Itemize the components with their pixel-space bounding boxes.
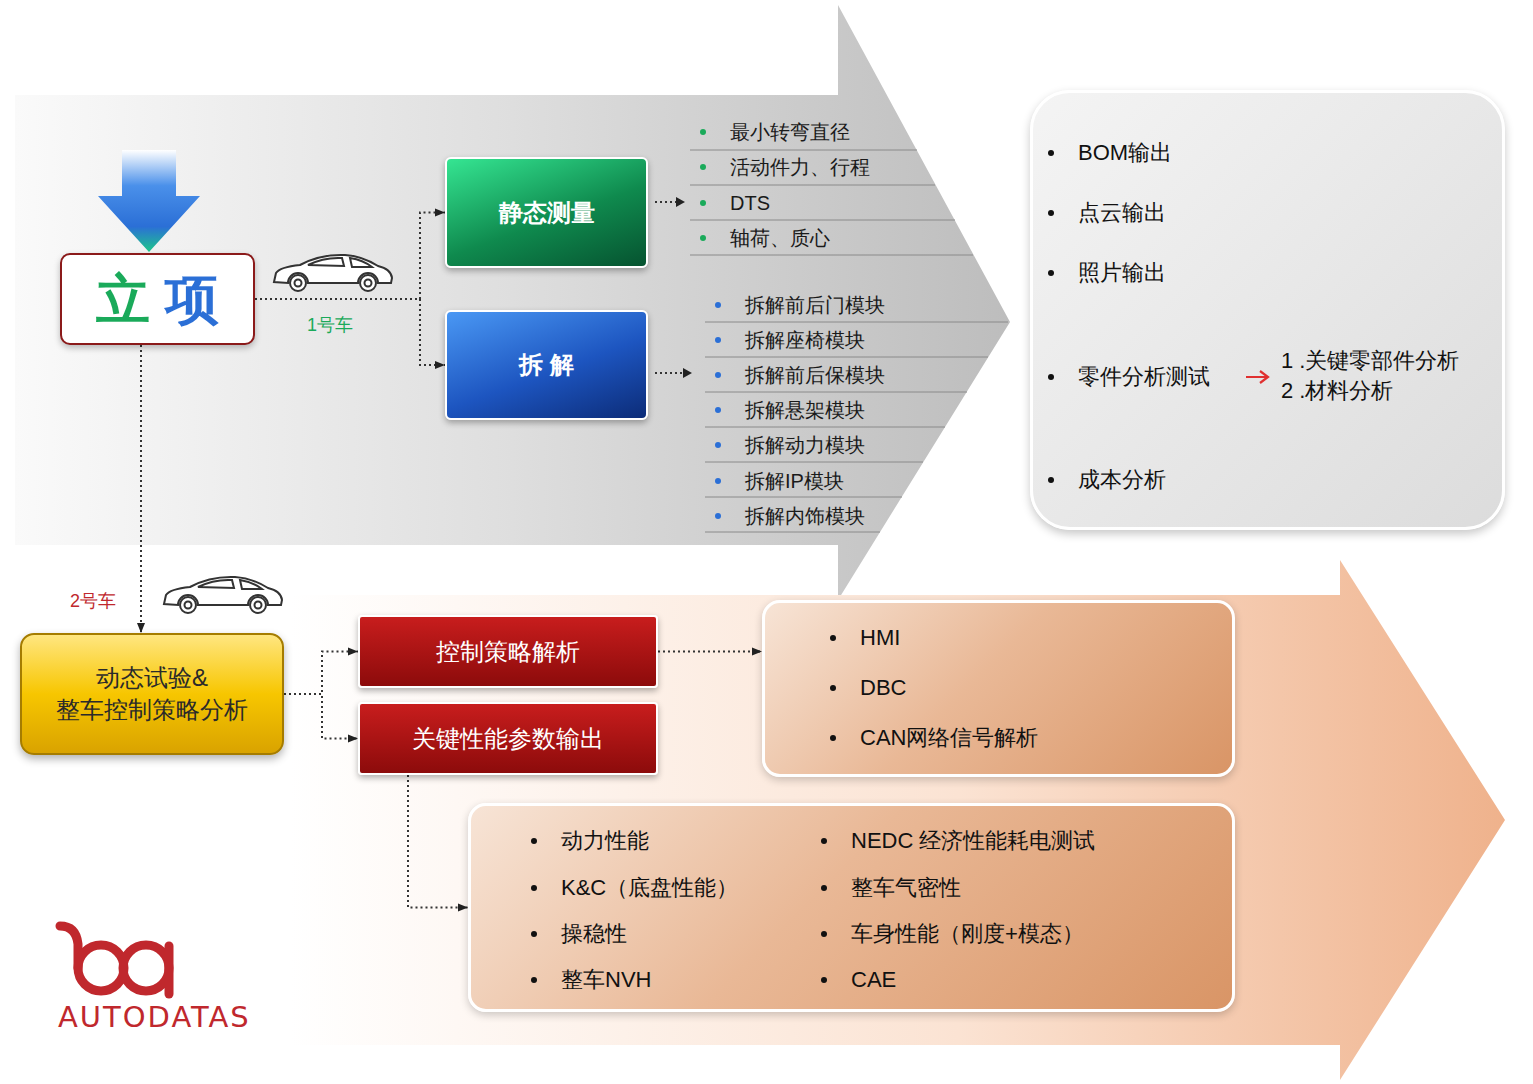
dotted-connector <box>255 213 445 300</box>
panel-item: 车身性能（刚度+模态） <box>851 921 1084 947</box>
logo-text: AUTODATAS <box>58 1000 251 1034</box>
box-label: 拆 解 <box>519 349 574 381</box>
panel-item: 2 .材料分析 <box>1281 378 1393 404</box>
bullet-dot <box>1048 210 1054 216</box>
separator-lines <box>690 150 1008 532</box>
bullet-dot <box>1048 150 1054 156</box>
process-box: 动态试验& 整车控制策略分析 <box>20 633 284 755</box>
logo-mark <box>60 926 169 994</box>
panel-item: CAN网络信号解析 <box>860 725 1038 751</box>
list-item: 最小转弯直径 <box>730 120 850 144</box>
start-box: 立 项 <box>60 253 255 345</box>
panel-item: 照片输出 <box>1078 260 1166 286</box>
panel-item: 操稳性 <box>561 921 627 947</box>
dotted-connector <box>408 775 468 908</box>
bullet-dot <box>531 885 537 891</box>
list-item: 活动件力、行程 <box>730 155 870 179</box>
process-box: 拆 解 <box>445 310 648 420</box>
list-pointer-heads <box>676 197 692 378</box>
panel-item: 成本分析 <box>1078 467 1166 493</box>
bullet-dot <box>830 635 836 641</box>
grey-flow-arrow <box>15 5 1010 600</box>
edge-label: 2号车 <box>70 590 116 612</box>
panel-item: BOM输出 <box>1078 140 1172 166</box>
box-label: 动态试验& 整车控制策略分析 <box>36 662 268 726</box>
bullet-dot <box>531 838 537 844</box>
panel-item: 整车气密性 <box>851 875 961 901</box>
panel-item: 零件分析测试 <box>1078 364 1210 390</box>
box-label: 静态测量 <box>499 197 595 229</box>
bullet-dots <box>700 129 721 519</box>
bullet-dot <box>821 931 827 937</box>
bullet-dot <box>1048 374 1054 380</box>
red-arrow-symbol <box>1245 369 1271 385</box>
output-panel: 动力性能 K&C（底盘性能） 操稳性整车NVH NEDC 经济性能耗电测试整车气密性车… <box>468 803 1235 1012</box>
bullet-dot <box>531 977 537 983</box>
panel-item: HMI <box>860 625 900 651</box>
process-box: 关键性能参数输出 <box>358 702 658 775</box>
bullet-dot <box>1048 477 1054 483</box>
panel-item: 动力性能 <box>561 828 649 854</box>
list-item: 轴荷、质心 <box>730 226 830 250</box>
dotted-connector <box>658 651 762 653</box>
bullet-dot <box>531 931 537 937</box>
dotted-connector <box>255 299 445 365</box>
dotted-connector <box>284 694 358 739</box>
list-item: 拆解内饰模块 <box>745 504 865 528</box>
bullet-dot <box>830 735 836 741</box>
down-arrow-icon <box>98 150 200 252</box>
box-label: 立 项 <box>96 267 219 331</box>
dotted-connector <box>284 652 358 695</box>
process-box: 控制策略解析 <box>358 615 658 688</box>
output-panel: BOM输出点云输出照片输出零件分析测试 1 .关键零部件分析 2 .材料分析成本分析 <box>1030 90 1505 530</box>
bullet-dot <box>1048 270 1054 276</box>
list-item: DTS <box>730 191 770 215</box>
panel-item: 整车NVH <box>561 967 651 993</box>
dotted-connector <box>140 345 142 633</box>
car-icon <box>274 255 392 291</box>
bullet-dot <box>830 685 836 691</box>
edge-label: 1号车 <box>307 314 353 336</box>
car-icon <box>164 577 282 613</box>
panel-item: 1 .关键零部件分析 <box>1281 348 1459 374</box>
panel-item: DBC <box>860 675 906 701</box>
output-panel: HMI DBC CAN网络信号解析 <box>762 600 1235 777</box>
list-pointer-arrows <box>655 202 683 373</box>
box-label: 关键性能参数输出 <box>412 723 604 755</box>
list-item: 拆解动力模块 <box>745 433 865 457</box>
list-item: 拆解IP模块 <box>745 469 844 493</box>
bullet-dot <box>821 838 827 844</box>
panel-item: CAE <box>851 967 896 993</box>
box-label: 控制策略解析 <box>436 636 580 668</box>
orange-flow-arrow <box>290 560 1505 1080</box>
list-item: 拆解前后门模块 <box>745 293 885 317</box>
bullet-dot <box>821 977 827 983</box>
process-box: 静态测量 <box>445 157 648 268</box>
list-item: 拆解座椅模块 <box>745 328 865 352</box>
panel-item: NEDC 经济性能耗电测试 <box>851 828 1095 854</box>
panel-item: 点云输出 <box>1078 200 1166 226</box>
list-item: 拆解前后保模块 <box>745 363 885 387</box>
panel-item: K&C（底盘性能） <box>561 875 738 901</box>
bullet-dot <box>821 885 827 891</box>
list-item: 拆解悬架模块 <box>745 398 865 422</box>
